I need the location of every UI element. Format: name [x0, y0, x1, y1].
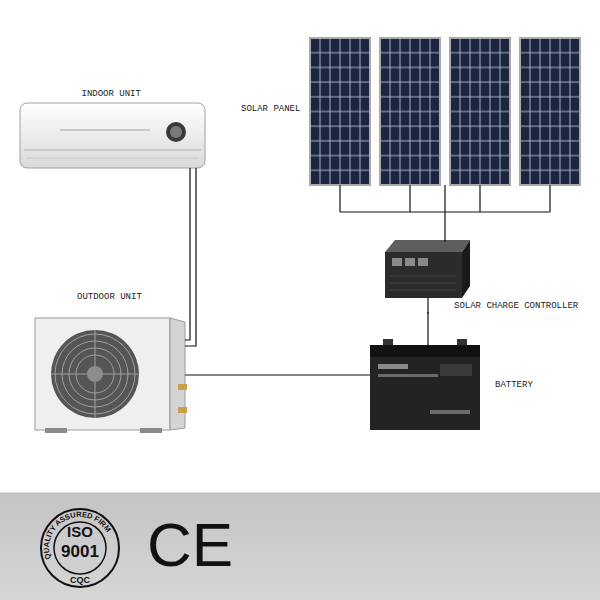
- component-node: SOLAR PANEL: [241, 38, 580, 185]
- component-label: INDOOR UNIT: [82, 89, 143, 100]
- iso-ring-text: QUALITY ASSURED FIRM: [42, 510, 113, 561]
- component-node: INDOOR UNIT: [20, 89, 205, 168]
- component-label: OUTDOOR UNIT: [77, 292, 143, 303]
- battery-picture: [370, 339, 480, 430]
- wire-connector: [444, 185, 445, 242]
- iso-logo: [41, 509, 119, 587]
- component-node: OUTDOOR UNIT: [35, 292, 185, 430]
- outdoor-unit-picture: [35, 318, 187, 433]
- refrigerant-wire: [185, 168, 196, 346]
- component-label: BATTERY: [495, 380, 534, 391]
- footer-band: [0, 493, 600, 600]
- component-node: SOLAR CHARGE CONTROLLER: [385, 242, 580, 312]
- component-label: SOLAR CHARGE CONTROLLER: [454, 301, 580, 312]
- component-node: BATTERY: [370, 345, 534, 430]
- indoor-unit-picture: [20, 103, 205, 168]
- wire-connector: [185, 168, 190, 340]
- iso-text: ISO: [67, 524, 93, 539]
- ce-mark: CE: [147, 514, 233, 576]
- wire-connector: [185, 374, 370, 375]
- iso-number: 9001: [61, 543, 99, 560]
- component-label: SOLAR PANEL: [241, 104, 302, 115]
- solar-panel-picture: [310, 38, 580, 185]
- wire-connector: [427, 312, 428, 345]
- certifier-text: CQC: [70, 576, 90, 585]
